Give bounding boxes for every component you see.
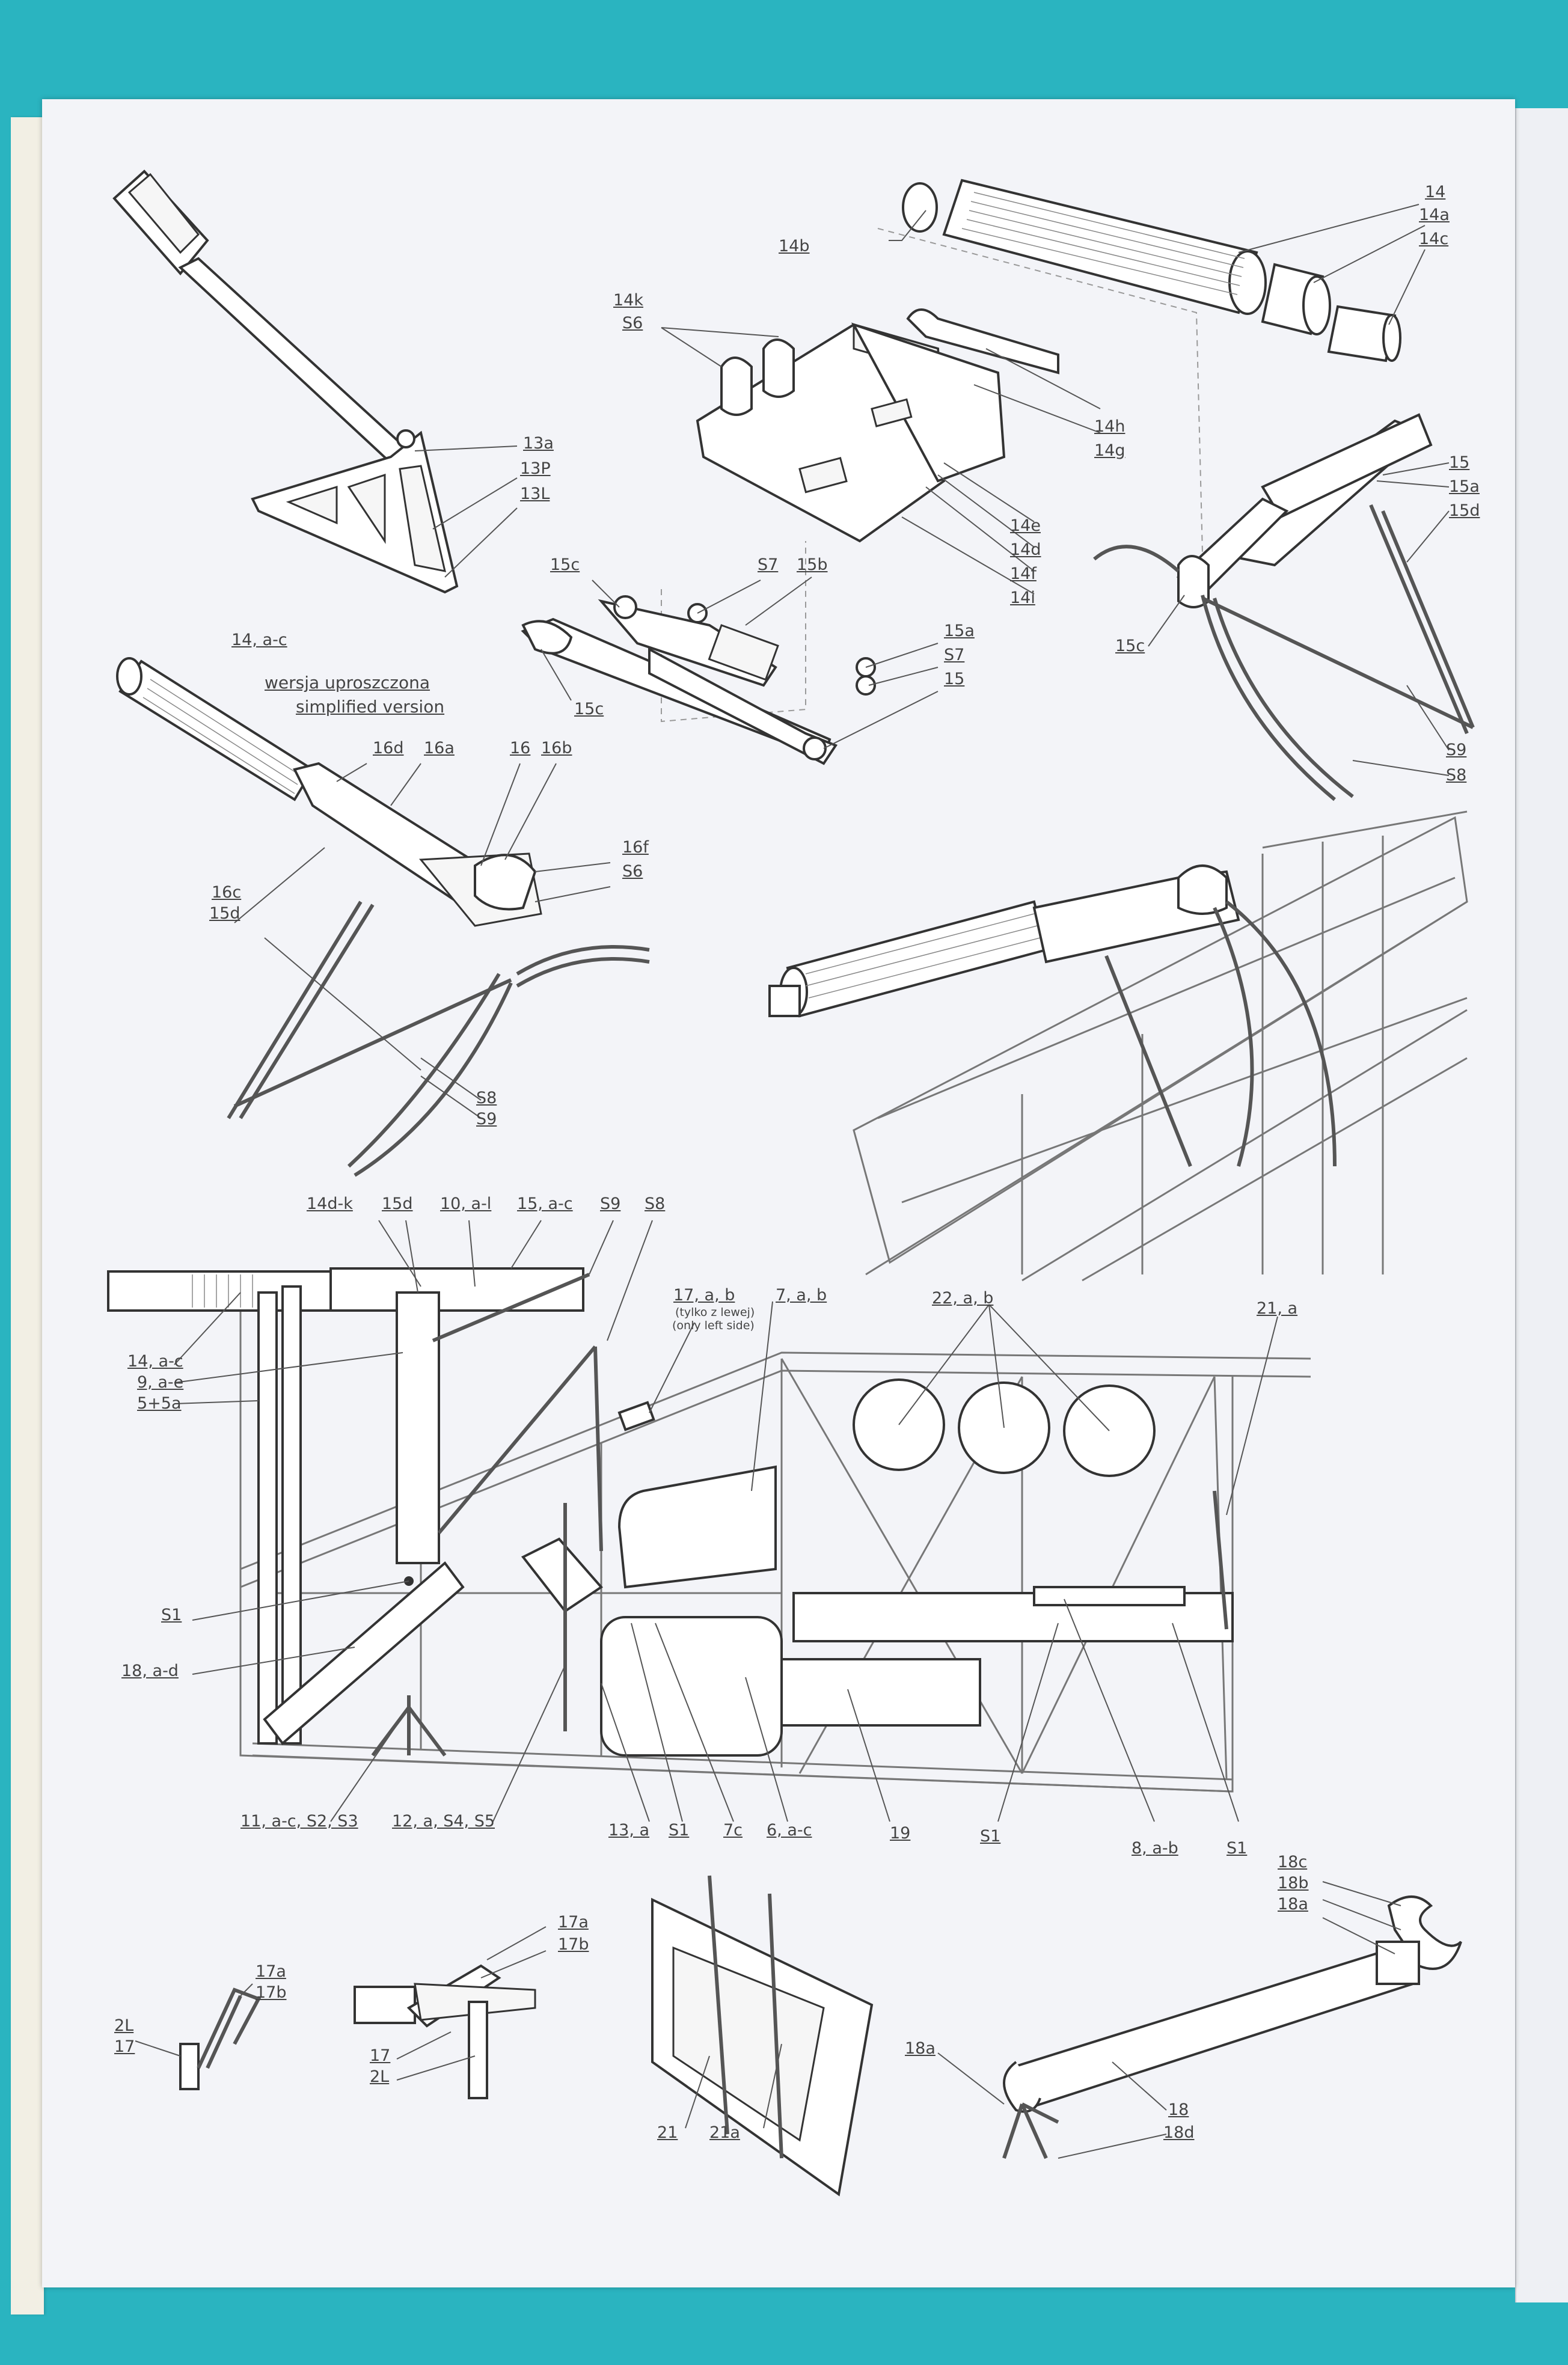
callout-15a-mid: 15a [944,622,975,640]
callout-2L-first: 2L [114,2016,134,2035]
callout-10-a-l: 10, a-l [440,1195,492,1213]
callout-15-mid: 15 [944,670,965,688]
part-17-drawing [179,1964,536,2099]
callout-17a-first: 17a [256,1962,286,1981]
callout-13P: 13P [520,459,551,478]
callout-S7-a: S7 [758,555,779,574]
callout-15a-right: 15a [1449,477,1480,496]
callout-16: 16 [510,739,531,757]
callout-S8-right: S8 [1446,766,1467,785]
callout-14-a-c-bottom: 14, a-c [127,1352,183,1371]
callout-S9-bottom: S9 [600,1195,621,1213]
note-simplified-pl: wersja uproszczona [265,673,430,693]
callout-16d: 16d [373,739,404,757]
callout-19: 19 [890,1824,911,1843]
callout-15-a-c: 15, a-c [517,1195,573,1213]
callout-S7-b: S7 [944,646,965,664]
callout-S9-left: S9 [476,1110,497,1128]
callout-18d: 18d [1163,2123,1195,2142]
callout-13-a: 13, a [608,1821,650,1840]
page-edge [11,117,44,2315]
callout-5-5a: 5+5a [137,1394,182,1413]
callout-14f: 14f [1010,564,1037,583]
callout-S9-right: S9 [1446,741,1467,759]
mounted-gun-fuselage-drawing [768,810,1468,1282]
callout-21-a: 21, a [1257,1299,1298,1318]
callout-15b: 15b [797,555,828,574]
part-13-lever-drawing [112,170,459,594]
callout-S1-a: S1 [161,1606,182,1624]
callout-17-first: 17 [114,2037,135,2056]
callout-15c-right: 15c [1115,637,1145,655]
callout-13a: 13a [523,434,554,453]
callout-7c: 7c [723,1821,743,1840]
callout-18a-bottom: 18a [905,2039,936,2058]
callout-16f: 16f [622,838,649,857]
callout-S6-top: S6 [622,314,643,332]
callout-16a: 16a [424,739,455,757]
note-simplified-en: simplified version [296,697,445,717]
part-18-drawing [1002,1895,1462,2159]
next-page-edge [1515,108,1568,2302]
part-15-mount-drawing [521,595,876,765]
callout-17b-first: 17b [256,1983,287,2002]
callout-17b-second: 17b [558,1935,589,1954]
callout-15-right: 15 [1449,453,1470,472]
callout-S1-d: S1 [1227,1839,1248,1858]
part-14-receiver-drawing [696,308,1059,543]
callout-14g: 14g [1094,441,1125,460]
part-21-drawing [651,1875,874,2197]
note-left-side-pl: (tylko z lewej) [675,1306,755,1319]
callout-16b: 16b [541,739,572,757]
callout-18-a-d: 18, a-d [121,1662,179,1680]
callout-17-second: 17 [370,2046,391,2065]
callout-18a-right: 18a [1278,1895,1308,1914]
callout-S1-b: S1 [669,1821,690,1840]
callout-6-a-c: 6, a-c [767,1821,812,1840]
callout-14e: 14e [1010,516,1041,535]
callout-14-a-c-top: 14, a-c [231,631,287,649]
part-14-barrel-drawing [902,179,1401,363]
callout-14i: 14i [1010,589,1035,607]
callout-14k: 14k [613,291,643,310]
callout-17a-second: 17a [558,1913,589,1932]
callout-14c: 14c [1419,230,1449,248]
callout-7-a-b: 7, a, b [776,1286,827,1305]
callout-21: 21 [657,2123,678,2142]
callout-14h: 14h [1094,417,1125,436]
callout-21a: 21a [709,2123,740,2142]
callout-14: 14 [1425,183,1446,201]
part-15-assembled-drawing [1093,413,1475,801]
simplified-gun-drawing [116,657,650,1177]
callout-22-a-b: 22, a, b [932,1289,994,1308]
callout-15c-top: 15c [550,555,580,574]
callout-16c: 16c [212,883,242,902]
callout-15d-right: 15d [1449,501,1480,520]
callout-18b: 18b [1278,1874,1309,1892]
cockpit-side-view-drawing [107,1267,1311,1793]
callout-9-a-e: 9, a-e [137,1373,184,1392]
callout-13L: 13L [520,485,550,503]
callout-S8-bottom: S8 [645,1195,666,1213]
callout-2L-second: 2L [370,2067,390,2086]
callout-S6-mid: S6 [622,862,643,881]
callout-14d: 14d [1010,540,1041,559]
callout-17-a-b: 17, a, b [673,1286,735,1305]
callout-15c-mid: 15c [574,700,604,718]
callout-8-a-b: 8, a-b [1132,1839,1178,1858]
note-left-side-en: (only left side) [672,1319,755,1332]
callout-18c: 18c [1278,1853,1308,1871]
callout-S1-c: S1 [980,1827,1001,1846]
callout-15d-bottom: 15d [382,1195,413,1213]
callout-14a: 14a [1419,206,1450,224]
callout-15d-left: 15d [209,904,240,923]
callout-12: 12, a, S4, S5 [392,1812,495,1831]
callout-14b: 14b [779,237,810,255]
callout-11: 11, a-c, S2, S3 [240,1812,358,1831]
callout-14d-k: 14d-k [307,1195,353,1213]
callout-18: 18 [1168,2100,1189,2119]
callout-S8-left: S8 [476,1089,497,1107]
